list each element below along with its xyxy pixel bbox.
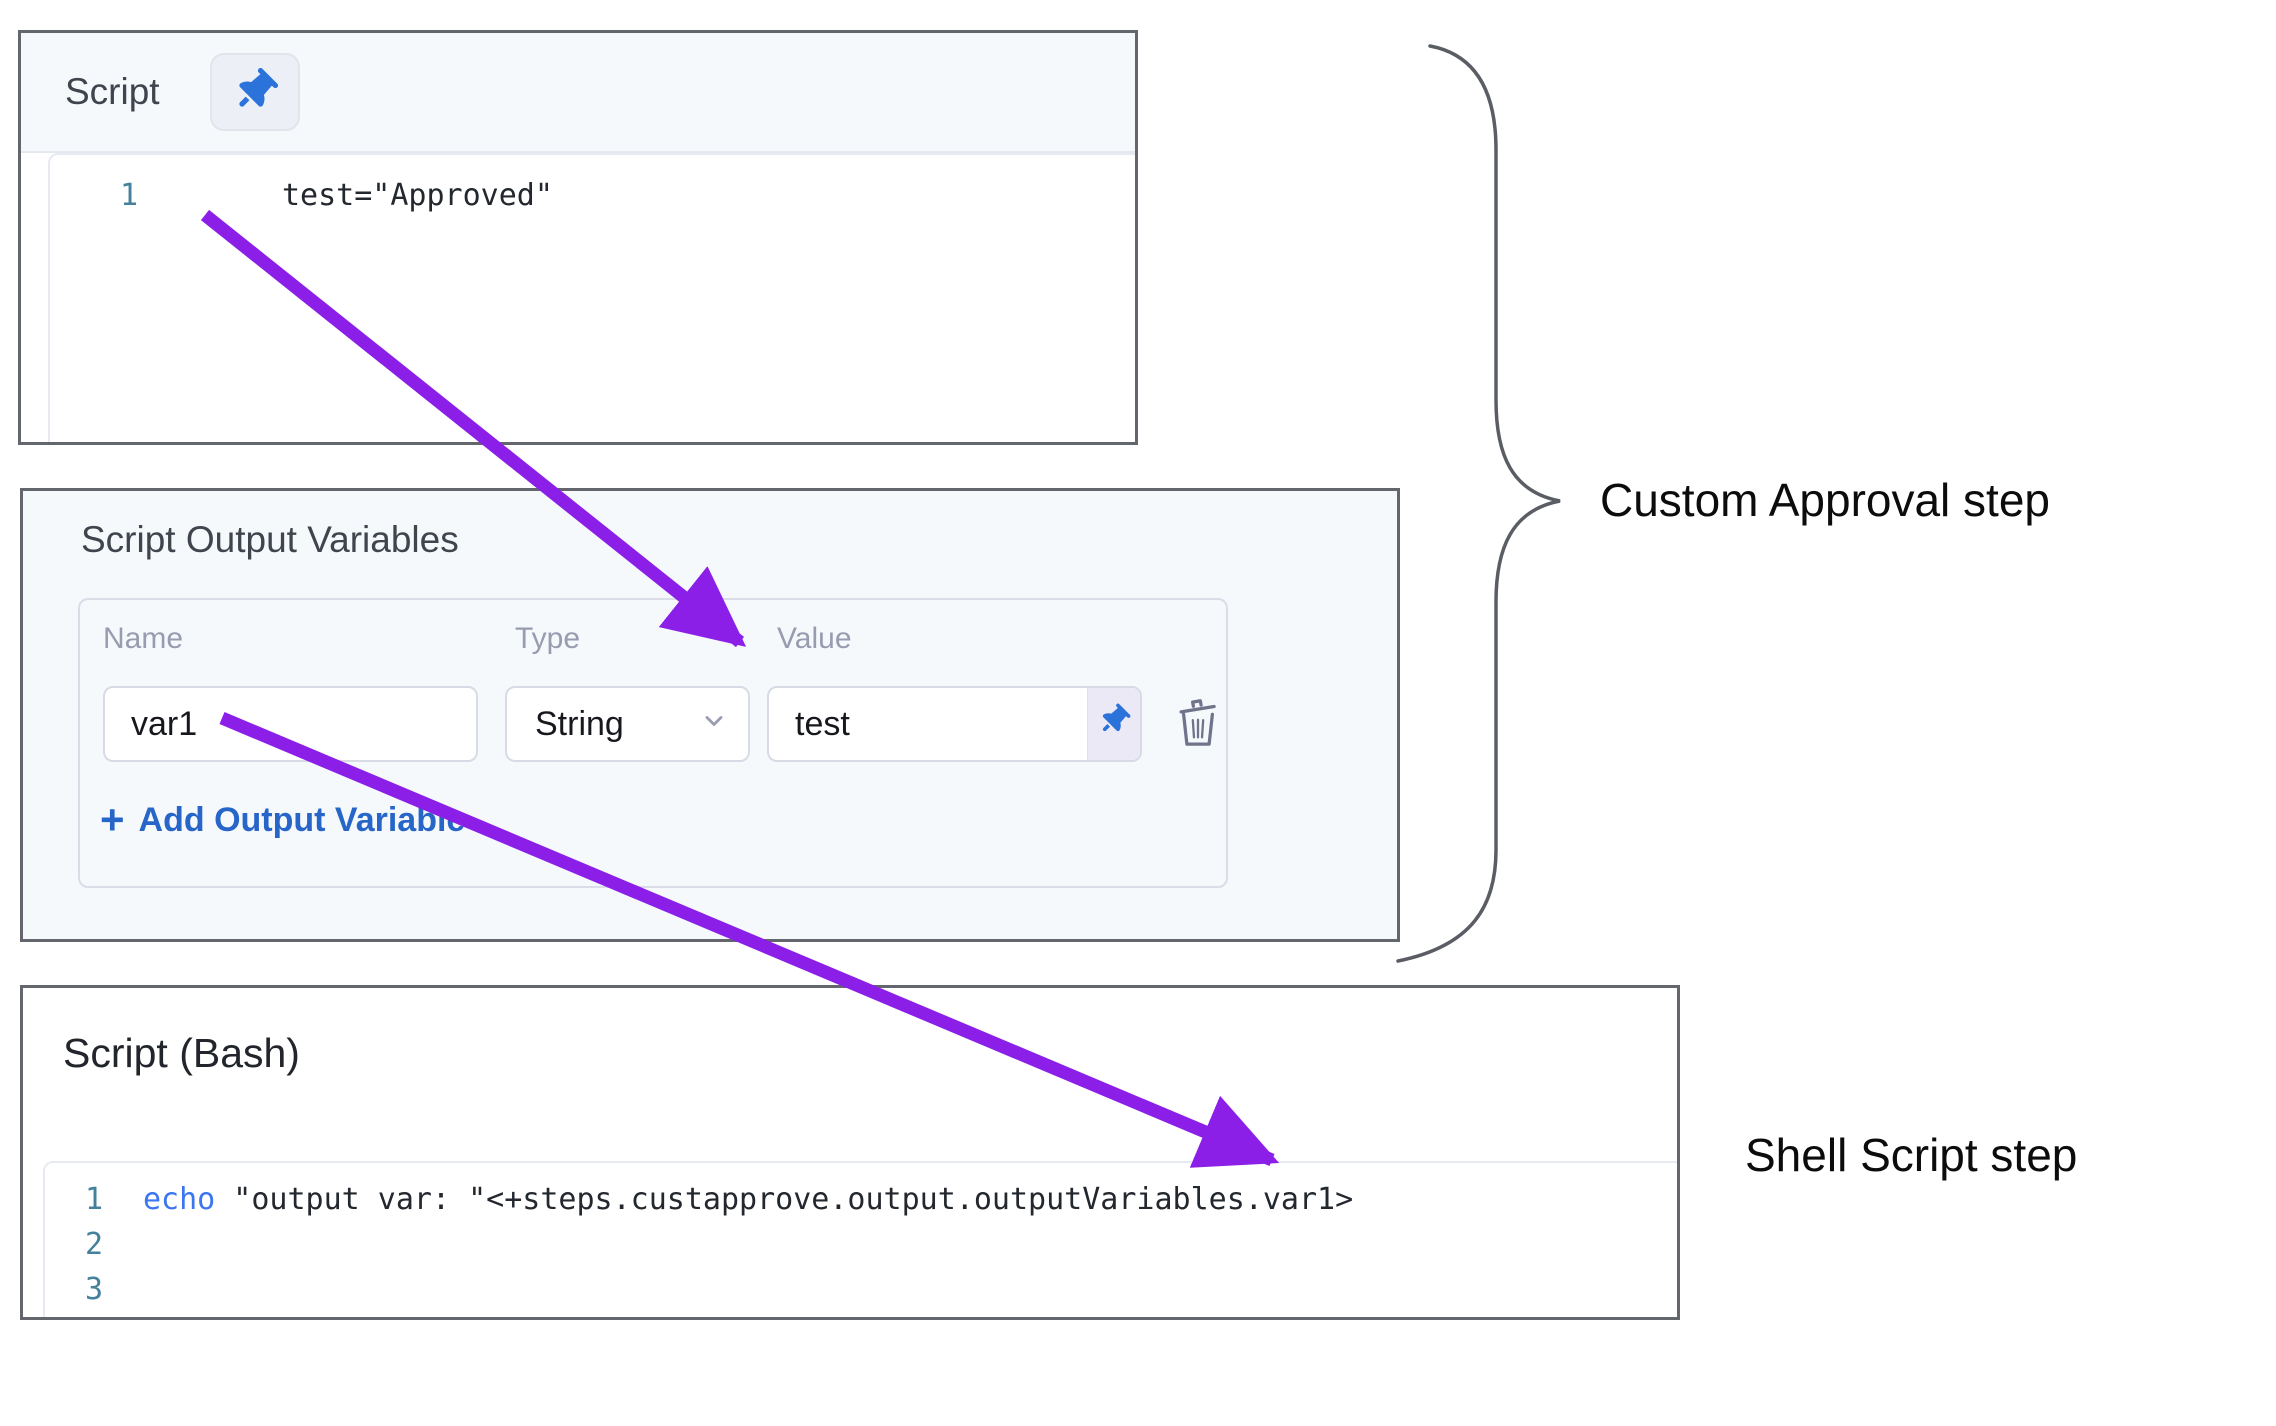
code-line: 1 test="Approved" <box>50 173 1135 219</box>
approval-script-panel: Script 1 test="Approved" <box>18 30 1138 445</box>
code-line: 1 echo "output var: "<+steps.custapprove… <box>45 1177 1677 1222</box>
trash-icon <box>1175 696 1221 753</box>
name-column-label: Name <box>103 622 184 655</box>
echo-keyword: echo <box>143 1182 216 1217</box>
add-output-variable-button[interactable]: + Add Output Variable <box>100 796 466 843</box>
approval-script-editor[interactable]: 1 test="Approved" <box>48 153 1135 442</box>
add-output-variable-label: Add Output Variable <box>138 800 466 839</box>
delete-variable-button[interactable] <box>1170 692 1226 756</box>
custom-approval-step-label: Custom Approval step <box>1600 474 2051 526</box>
line-number: 1 <box>119 178 138 213</box>
approval-script-title: Script <box>65 71 160 112</box>
variable-type-value: String <box>535 704 624 743</box>
code-line: 3 <box>45 1267 1677 1312</box>
code-text: echo "output var: "<+steps.custapprove.o… <box>143 1177 1353 1222</box>
code-text: test="Approved" <box>282 178 553 213</box>
code-rest: "output var: "<+steps.custapprove.output… <box>215 1182 1354 1217</box>
variable-name-input[interactable] <box>103 686 478 762</box>
type-column-label: Type <box>515 622 581 655</box>
shell-script-editor[interactable]: 1 echo "output var: "<+steps.custapprove… <box>43 1161 1677 1317</box>
variable-value-group <box>767 686 1142 762</box>
output-variables-box: Name Type Value String <box>78 598 1228 888</box>
chevron-down-icon <box>700 705 728 744</box>
variable-value-input[interactable] <box>769 688 1087 760</box>
script-pin-button[interactable] <box>209 53 300 131</box>
variable-type-select[interactable]: String <box>505 686 750 762</box>
script-output-variables-panel: Script Output Variables Name Type Value … <box>20 488 1400 942</box>
script-output-variables-title: Script Output Variables <box>81 519 459 560</box>
code-line: 2 <box>45 1222 1677 1267</box>
shell-script-title: Script (Bash) <box>63 1030 300 1076</box>
plus-icon: + <box>100 796 125 843</box>
value-pin-button[interactable] <box>1087 688 1140 760</box>
value-column-label: Value <box>777 622 852 655</box>
shell-script-step-label: Shell Script step <box>1745 1129 2078 1181</box>
pushpin-icon <box>1099 703 1131 744</box>
approval-script-header: Script <box>21 33 1135 153</box>
line-number: 2 <box>84 1227 103 1262</box>
line-number: 1 <box>84 1182 103 1217</box>
line-number: 3 <box>84 1272 103 1307</box>
shell-script-panel: Script (Bash) 1 echo "output var: "<+ste… <box>20 985 1680 1320</box>
curly-brace <box>1396 44 1561 963</box>
pushpin-icon <box>234 67 278 115</box>
